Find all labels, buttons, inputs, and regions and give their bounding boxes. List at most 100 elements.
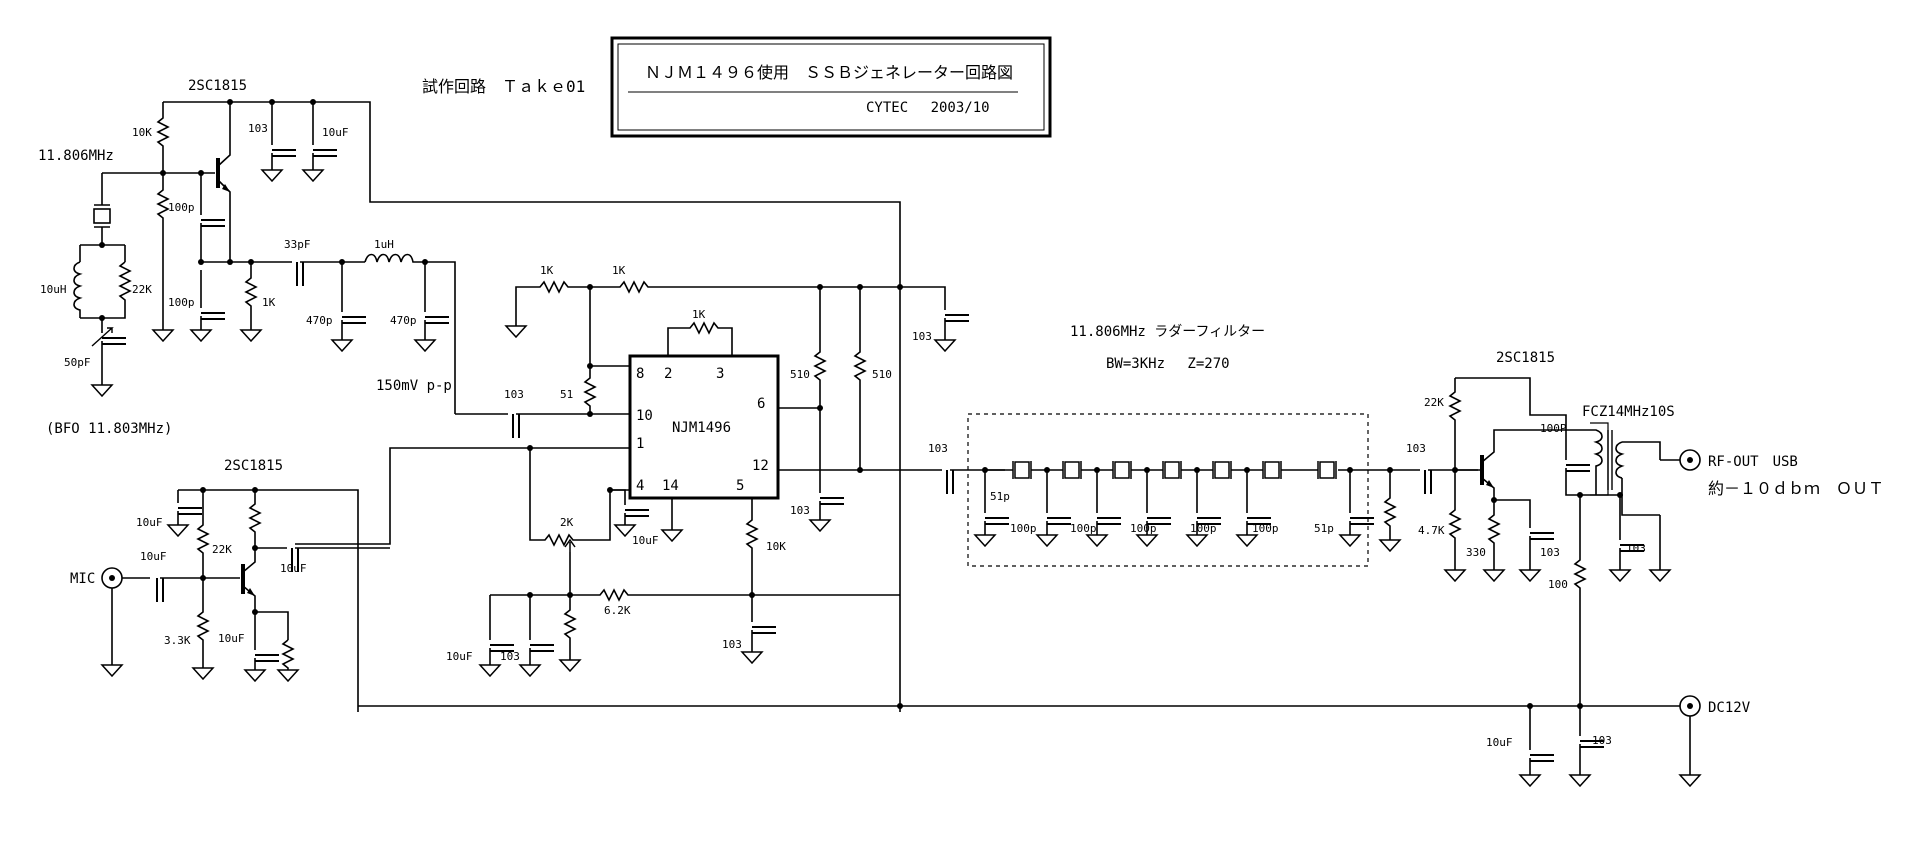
mod-c-out6-label: 103 (790, 504, 810, 517)
crystal-6 (1262, 461, 1282, 479)
filter-spec: BW=3KHz Z=270 (1106, 356, 1230, 372)
mod-c-bias1-label: 10uF (446, 650, 473, 663)
mic-r-bot-label: 3.3K (164, 634, 191, 647)
bfo-label: (BFO 11.803MHz) (46, 421, 172, 437)
amp-transistor-label: 2SC1815 (1496, 350, 1555, 366)
filter-title: 11.806MHz ラダーフィルター (1070, 324, 1265, 340)
osc-transistor-label: 2SC1815 (188, 78, 247, 94)
pin-2: 2 (664, 366, 672, 382)
title-sub: CYTEC 2003/10 (866, 100, 990, 116)
filter-cap-6-label: 100p (1252, 522, 1279, 535)
mod-level-label: 150mV p-p (376, 378, 452, 394)
power-label: DC12V (1708, 700, 1751, 716)
mod-r-10k-label: 10K (766, 540, 786, 553)
mod-c-10k-label: 103 (722, 638, 742, 651)
osc-l-tank-label: 10uH (40, 283, 67, 296)
osc-c-couple-label: 33pF (284, 238, 311, 251)
power-c-dec-label: 103 (1592, 734, 1612, 747)
shunt-cap-6: 100p (1236, 467, 1279, 547)
amp-r-bot-label: 4.7K (1418, 524, 1445, 537)
pin-14: 14 (662, 478, 679, 494)
mic-c-emit-label: 10uF (218, 632, 245, 645)
mod-c-gnd-label: 103 (912, 330, 932, 343)
pin-1: 1 (636, 436, 644, 452)
filter-cap-7-label: 51p (1314, 522, 1334, 535)
crystal-4 (1162, 461, 1182, 479)
mod-r1-label: 1K (540, 264, 554, 277)
pin-6: 6 (757, 396, 765, 412)
osc-c-elec-label: 10uF (322, 126, 349, 139)
filter-c-in-label: 103 (928, 442, 948, 455)
balanced-modulator: 150mV p-p 103 NJM1496 8 2 3 10 1 6 12 4 … (295, 264, 970, 677)
pin-12: 12 (752, 458, 769, 474)
title-main: ＮＪＭ１４９６使用 ＳＳＢジェネレーター回路図 (645, 63, 1013, 82)
mod-r51-label: 51 (560, 388, 573, 401)
osc-r-bias-label: 10K (132, 126, 152, 139)
mod-r2-label: 1K (612, 264, 626, 277)
osc-r-base-label: 22K (132, 283, 152, 296)
amp-coil-label: FCZ14MHz10S (1582, 404, 1675, 420)
power-rail: DC12V 10uF 103 (358, 695, 1751, 787)
mod-r510b-label: 510 (872, 368, 892, 381)
crystal-1 (1012, 461, 1032, 479)
mic-transistor-label: 2SC1815 (224, 458, 283, 474)
osc-c-fb1-label: 100p (168, 201, 195, 214)
power-c-elec-label: 10uF (1486, 736, 1513, 749)
mod-c-pot-label: 10uF (632, 534, 659, 547)
mic-label: MIC (70, 571, 95, 587)
filter-cap-4-label: 100p (1130, 522, 1157, 535)
osc-c-dec-label: 103 (248, 122, 268, 135)
ladder-filter: 11.806MHz ラダーフィルター BW=3KHz Z=270 103 51p… (928, 324, 1480, 567)
crystal-7 (1317, 461, 1337, 479)
amp-rf-out-label: RF-OUT USB (1708, 454, 1798, 470)
filter-cap-3-label: 100p (1070, 522, 1097, 535)
amp-c-tune-label: 100P (1540, 422, 1567, 435)
crystal-2 (1062, 461, 1082, 479)
filter-cap-1-label: 51p (990, 490, 1010, 503)
mod-c-in-label: 103 (504, 388, 524, 401)
shunt-cap-4: 100p (1130, 467, 1172, 547)
amp-level-label: 約－１０ｄｂｍ ＯＵＴ (1708, 479, 1884, 498)
shunt-cap-3: 100p (1070, 467, 1122, 547)
amp-r-top-label: 22K (1424, 396, 1444, 409)
amp-r-feed-label: 100 (1548, 578, 1568, 591)
shunt-cap-7: 51p (1314, 467, 1375, 547)
shunt-cap-1: 51p (974, 467, 1010, 547)
osc-c-f2-label: 470p (390, 314, 417, 327)
mic-c-top-label: 10uF (136, 516, 163, 529)
osc-c-fb2-label: 100p (168, 296, 195, 309)
pin-10: 10 (636, 408, 653, 424)
osc-l-filter-label: 1uH (374, 238, 394, 251)
osc-c-f1-label: 470p (306, 314, 333, 327)
mod-c-bias2-label: 103 (500, 650, 520, 663)
output-amplifier: 2SC1815 FCZ14MHz10S 22K 4.7K 330 103 100… (1418, 350, 1884, 706)
amp-c-emit-label: 103 (1540, 546, 1560, 559)
mod-ic-label: NJM1496 (672, 420, 731, 436)
mod-pot-label: 2K (560, 516, 574, 529)
mod-r-bias-label: 6.2K (604, 604, 631, 617)
filter-c-out-label: 103 (1406, 442, 1426, 455)
amp-r-emit-label: 330 (1466, 546, 1486, 559)
crystal-3 (1112, 461, 1132, 479)
mic-r-top-label: 22K (212, 543, 232, 556)
amp-c-bypass-label: 103 (1626, 542, 1646, 555)
osc-c-trim-label: 50pF (64, 356, 91, 369)
pin-5: 5 (736, 478, 744, 494)
trial-label: 試作回路 Ｔａｋｅ01 (422, 77, 585, 96)
mic-c-out-label: 10uF (280, 562, 307, 575)
mic-c-in-label: 10uF (140, 550, 167, 563)
crystal-5 (1212, 461, 1232, 479)
title-block: ＮＪＭ１４９６使用 ＳＳＢジェネレーター回路図 CYTEC 2003/10 (610, 36, 1052, 138)
njm1496-ic (628, 354, 780, 500)
mod-r-gain-label: 1K (692, 308, 706, 321)
osc-freq-label: 11.806MHz (38, 148, 114, 164)
filter-cap-5-label: 100p (1190, 522, 1217, 535)
filter-cap-2-label: 100p (1010, 522, 1037, 535)
shunt-cap-2: 100p (1010, 467, 1072, 547)
osc-r-emit-label: 1K (262, 296, 276, 309)
pin-4: 4 (636, 478, 644, 494)
bfo-oscillator: 2SC1815 11.806MHz (BFO 11.803MHz) 10K 10… (38, 78, 901, 712)
mod-r510a-label: 510 (790, 368, 810, 381)
mic-amplifier: 2SC1815 MIC 10uF 10uF 22K 3.3K (70, 458, 390, 712)
